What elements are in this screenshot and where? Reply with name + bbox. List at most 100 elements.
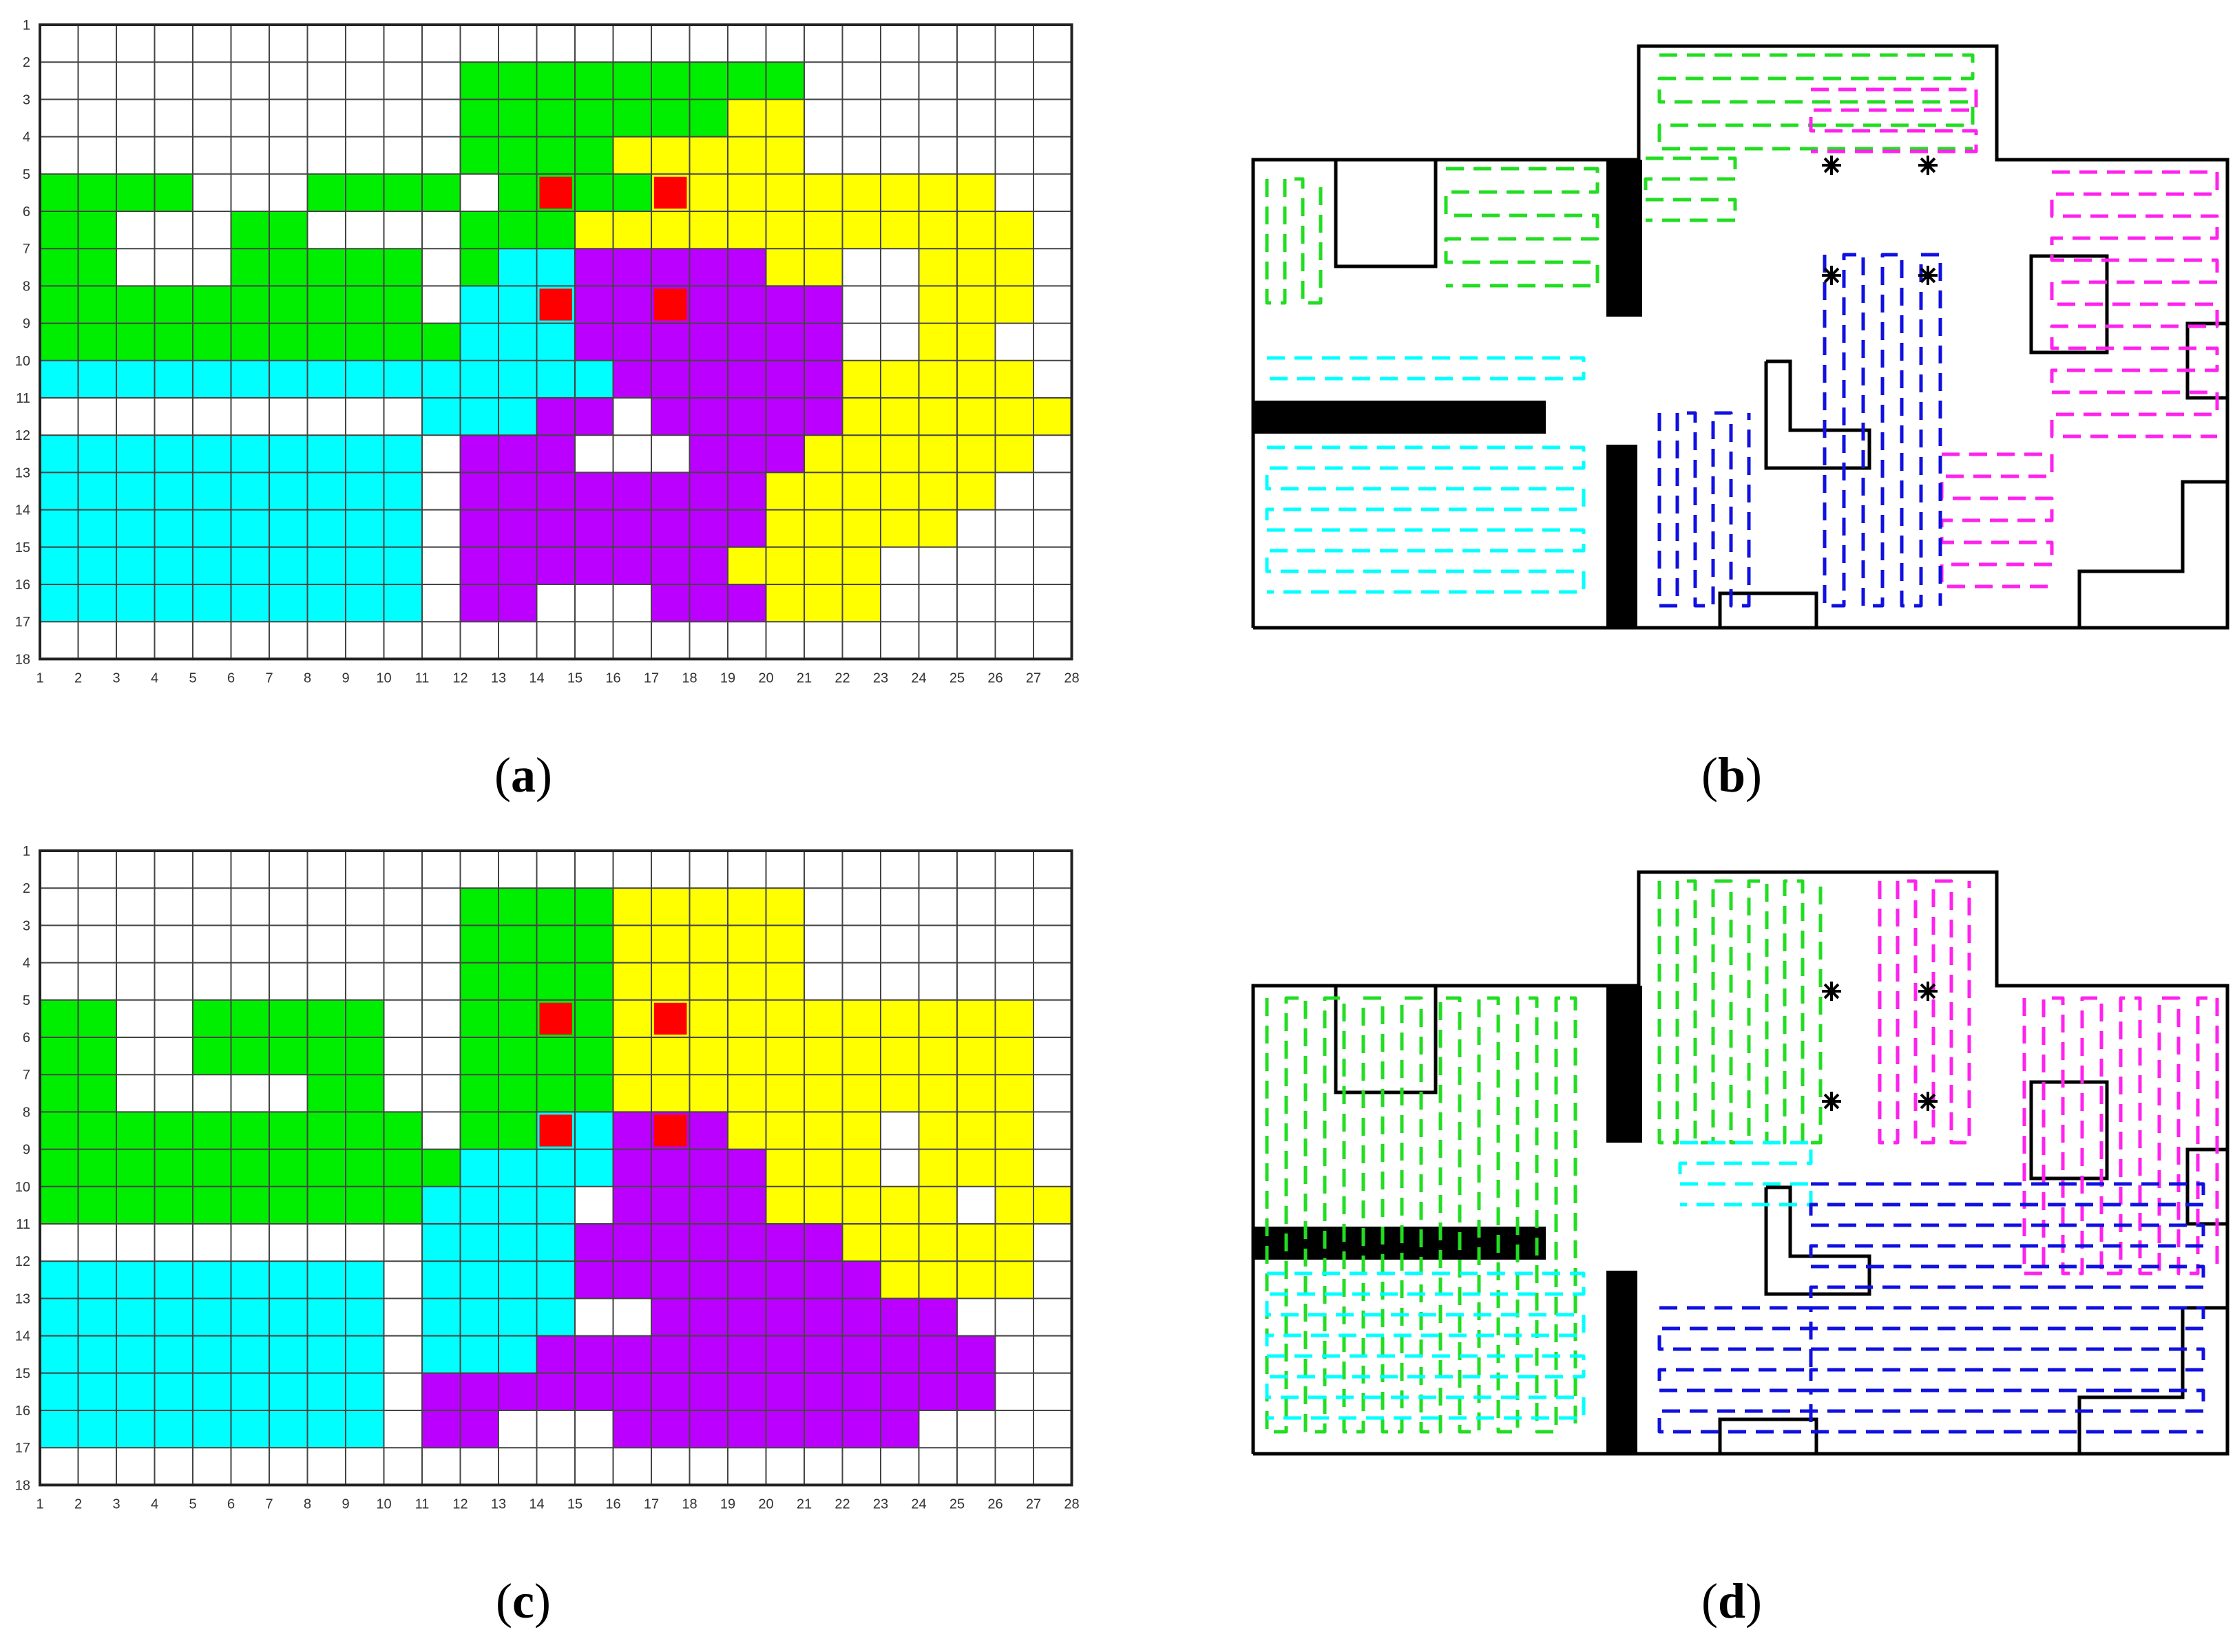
grid-cell bbox=[78, 1186, 116, 1224]
grid-cell bbox=[804, 323, 843, 361]
grid-cell bbox=[78, 509, 116, 547]
grid-cell bbox=[536, 323, 575, 361]
grid-cell bbox=[193, 435, 231, 473]
grid-cell bbox=[193, 323, 231, 361]
grid-cell bbox=[728, 1074, 766, 1112]
wall bbox=[1606, 1271, 1637, 1454]
x-tick-label: 1 bbox=[36, 670, 43, 686]
green-coverage-path bbox=[1265, 996, 1577, 1434]
grid-cell bbox=[613, 1373, 651, 1410]
grid-cell bbox=[689, 1074, 728, 1112]
grid-cell bbox=[689, 62, 728, 100]
obstacle bbox=[1334, 158, 1438, 268]
caption-d: (d) bbox=[1701, 1574, 1762, 1629]
grid-cell bbox=[78, 360, 116, 398]
wall bbox=[1606, 445, 1637, 628]
grid-cell bbox=[689, 472, 728, 510]
grid-cell bbox=[575, 99, 613, 137]
grid-cell bbox=[346, 1335, 384, 1373]
grid-cell bbox=[881, 360, 919, 398]
x-tick-label: 17 bbox=[644, 670, 659, 686]
grid-frame bbox=[39, 23, 1073, 661]
grid-cell bbox=[499, 547, 537, 584]
grid-cell bbox=[881, 999, 919, 1037]
grid-cell bbox=[766, 509, 804, 547]
grid-cell bbox=[307, 323, 346, 361]
blue-coverage-path bbox=[1823, 253, 1942, 608]
grid-cell bbox=[919, 472, 957, 510]
grid-cell bbox=[346, 323, 384, 361]
grid-cell bbox=[651, 360, 690, 398]
x-tick-label: 17 bbox=[644, 1496, 659, 1512]
caption-b: (b) bbox=[1701, 748, 1762, 803]
grid-cell bbox=[842, 398, 881, 436]
grid-cell bbox=[460, 1410, 499, 1448]
grid-cell bbox=[957, 1335, 996, 1373]
grid-cell bbox=[78, 1410, 116, 1448]
grid-cell bbox=[651, 925, 690, 963]
grid-cell bbox=[536, 1149, 575, 1187]
grid-cell bbox=[231, 509, 269, 547]
grid-cell bbox=[193, 360, 231, 398]
grid-cell bbox=[40, 1149, 78, 1187]
grid-cell bbox=[460, 360, 499, 398]
grid-cell bbox=[460, 435, 499, 473]
grid-cell bbox=[575, 962, 613, 1000]
blue-coverage-path bbox=[1657, 411, 1751, 608]
grid-cell bbox=[40, 1261, 78, 1299]
grid-cell bbox=[766, 888, 804, 926]
grid-cell bbox=[307, 1261, 346, 1299]
x-tick-label: 22 bbox=[835, 670, 850, 686]
grid-cell bbox=[613, 1037, 651, 1075]
grid-cell bbox=[995, 1112, 1033, 1150]
y-tick-label: 3 bbox=[23, 918, 30, 933]
grid-cell bbox=[919, 173, 957, 211]
wall bbox=[1606, 986, 1642, 1143]
grid-cell bbox=[536, 1074, 575, 1112]
grid-cell bbox=[40, 1373, 78, 1410]
robot-start-marker bbox=[1822, 982, 1841, 1001]
grid-cell bbox=[651, 509, 690, 547]
grid-cell bbox=[193, 1037, 231, 1075]
robot-start-marker bbox=[1822, 156, 1841, 175]
grid-cell bbox=[384, 472, 422, 510]
grid-cell bbox=[499, 286, 537, 324]
x-tick-label: 24 bbox=[911, 1496, 926, 1512]
grid-cell bbox=[499, 1149, 537, 1187]
grid-cell bbox=[536, 1335, 575, 1373]
grid-cell bbox=[78, 435, 116, 473]
grid-cell bbox=[651, 888, 690, 926]
x-tick-label: 26 bbox=[987, 1496, 1003, 1512]
grid-cell bbox=[651, 962, 690, 1000]
grid-cell bbox=[193, 1373, 231, 1410]
grid-cell bbox=[881, 1410, 919, 1448]
grid-cell bbox=[728, 99, 766, 137]
grid-cell bbox=[78, 547, 116, 584]
grid-cell bbox=[384, 248, 422, 286]
l-shaped-obstacle bbox=[1764, 359, 1871, 470]
y-tick-label: 11 bbox=[16, 1217, 30, 1232]
grid-cell bbox=[384, 323, 422, 361]
obstacle bbox=[2185, 321, 2229, 400]
grid-cell bbox=[40, 286, 78, 324]
grid-cell bbox=[1033, 398, 1072, 436]
grid-cell bbox=[460, 1112, 499, 1150]
grid-cell bbox=[422, 360, 461, 398]
grid-cell bbox=[269, 211, 308, 249]
grid-cell bbox=[804, 1261, 843, 1299]
grid-cell bbox=[575, 248, 613, 286]
grid-cell bbox=[460, 962, 499, 1000]
green-coverage-path bbox=[1657, 879, 1823, 1145]
cyan-coverage-path bbox=[1265, 1271, 1586, 1420]
grid-cell bbox=[499, 435, 537, 473]
grid-cell bbox=[689, 136, 728, 174]
grid-cell bbox=[422, 1298, 461, 1336]
grid-cell bbox=[919, 1261, 957, 1299]
x-tick-label: 3 bbox=[112, 670, 120, 686]
grid-cell bbox=[689, 398, 728, 436]
y-tick-label: 14 bbox=[15, 1329, 30, 1344]
grid-cell bbox=[193, 286, 231, 324]
cyan-coverage-path bbox=[1267, 356, 1586, 381]
grid-cell bbox=[575, 509, 613, 547]
